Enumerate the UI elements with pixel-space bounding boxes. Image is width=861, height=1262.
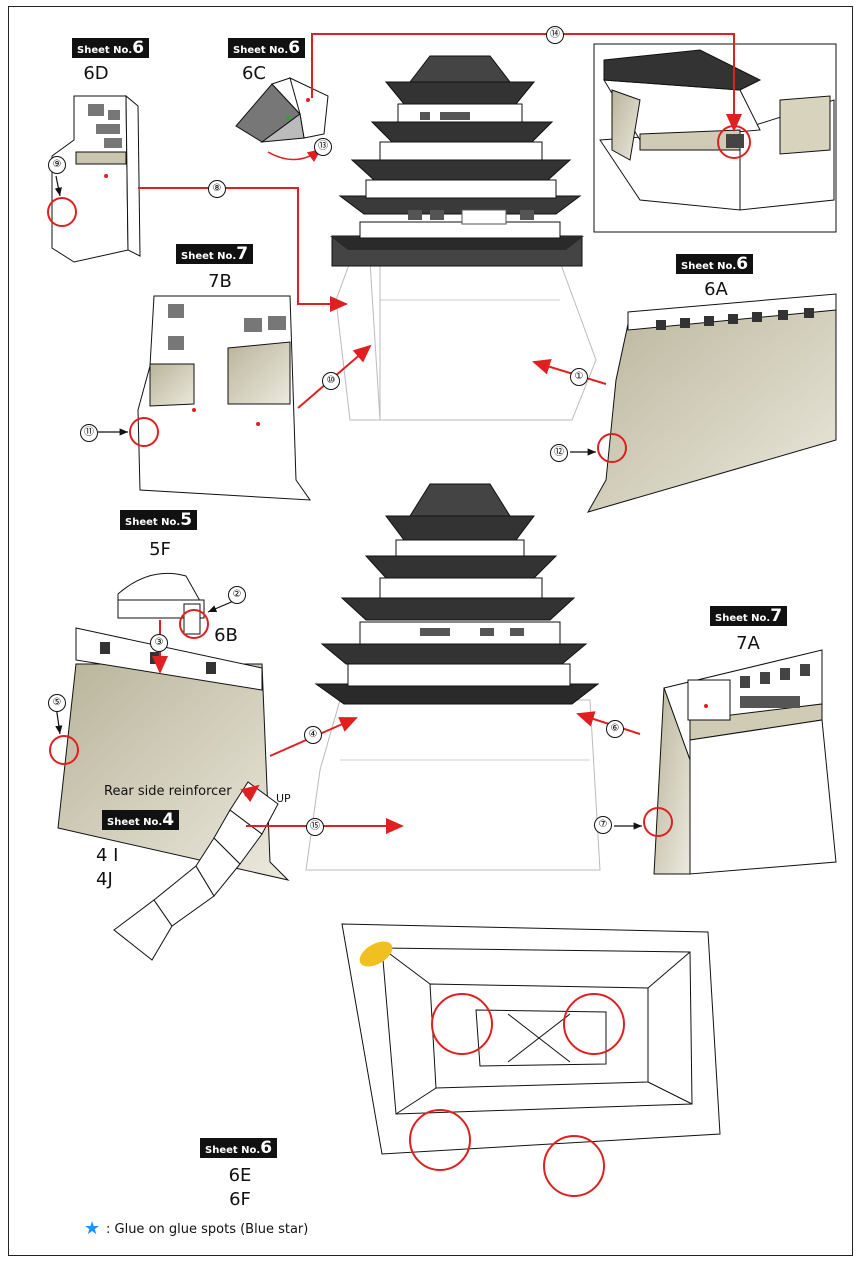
step-12: ⑫ [550,444,568,462]
castle-top [330,55,597,421]
sheet-label-6d: Sheet No.6 [72,38,150,58]
part-code-6e: 6E [228,1165,252,1186]
sheet-label-7b: Sheet No.7 [176,244,254,264]
step-15: ⑮ [306,818,324,836]
piece-6c [235,77,329,162]
sheet-label-5f: Sheet No.5 [120,510,198,530]
step-9: ⑨ [48,156,66,174]
part-code-7b: 7B [208,271,232,292]
part-code-6d: 6D [83,63,109,84]
step-3: ③ [150,634,168,652]
inset-photo [593,43,837,233]
up-label: UP [276,792,291,805]
part-code-4j: 4J [96,869,113,890]
step-2: ② [228,586,246,604]
step-5: ⑤ [48,694,66,712]
step-13: ⑬ [314,138,332,156]
step-14: ⑭ [546,26,564,44]
sheet-label-6a: Sheet No.6 [676,254,754,274]
step-11: ⑪ [80,424,98,442]
piece-7a [643,649,837,875]
castle-middle [305,483,601,871]
rear-reinforcer-title: Rear side reinforcer [104,784,232,799]
step-7: ⑦ [594,816,612,834]
sheet-label-6e: Sheet No.6 [200,1138,278,1158]
piece-7b [129,295,312,501]
sheet-label-4: Sheet No.4 [102,810,180,830]
step-8: ⑧ [208,180,226,198]
step-1: ① [570,368,588,386]
step-6: ⑥ [606,720,624,738]
part-code-4i: 4 I [96,845,119,866]
piece-6a [586,293,837,513]
part-code-6b: 6B [214,625,238,646]
diagram-frame [8,6,853,1256]
base-frame [341,923,721,1197]
glue-star-icon: ★ [84,1218,101,1239]
part-code-7a: 7A [736,633,760,654]
piece-5f [117,572,209,639]
piece-6d [47,94,141,263]
part-code-6a: 6A [704,279,728,300]
part-code-6f: 6F [229,1189,251,1210]
part-code-5f: 5F [149,539,171,560]
part-code-6c: 6C [241,63,267,84]
step-4: ④ [304,726,322,744]
glue-legend: : Glue on glue spots (Blue star) [106,1222,309,1237]
sheet-label-6c: Sheet No.6 [228,38,306,58]
step-10: ⑩ [322,372,340,390]
sheet-label-7a: Sheet No.7 [710,606,788,626]
